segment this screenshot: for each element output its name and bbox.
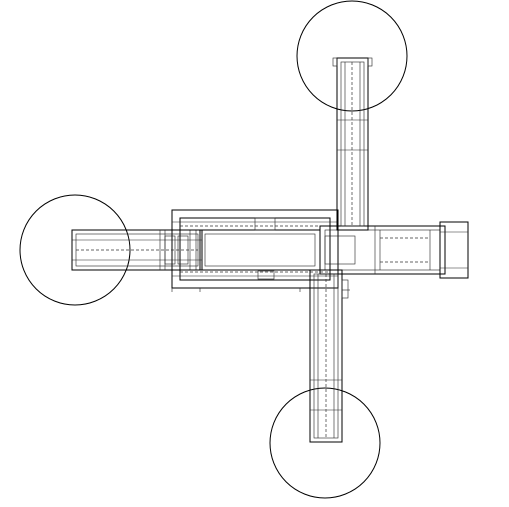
conveyor-arm-north (332, 57, 373, 231)
swing-circle-west (19, 194, 131, 306)
swing-circle-south (269, 387, 381, 499)
conveyor-arm-south (309, 269, 350, 443)
central-chassis (171, 209, 339, 292)
swing-circles (19, 0, 408, 499)
conveyor-arm-west (71, 229, 203, 271)
swing-circle-north (296, 0, 408, 112)
conveyor-arm-east (319, 221, 469, 279)
